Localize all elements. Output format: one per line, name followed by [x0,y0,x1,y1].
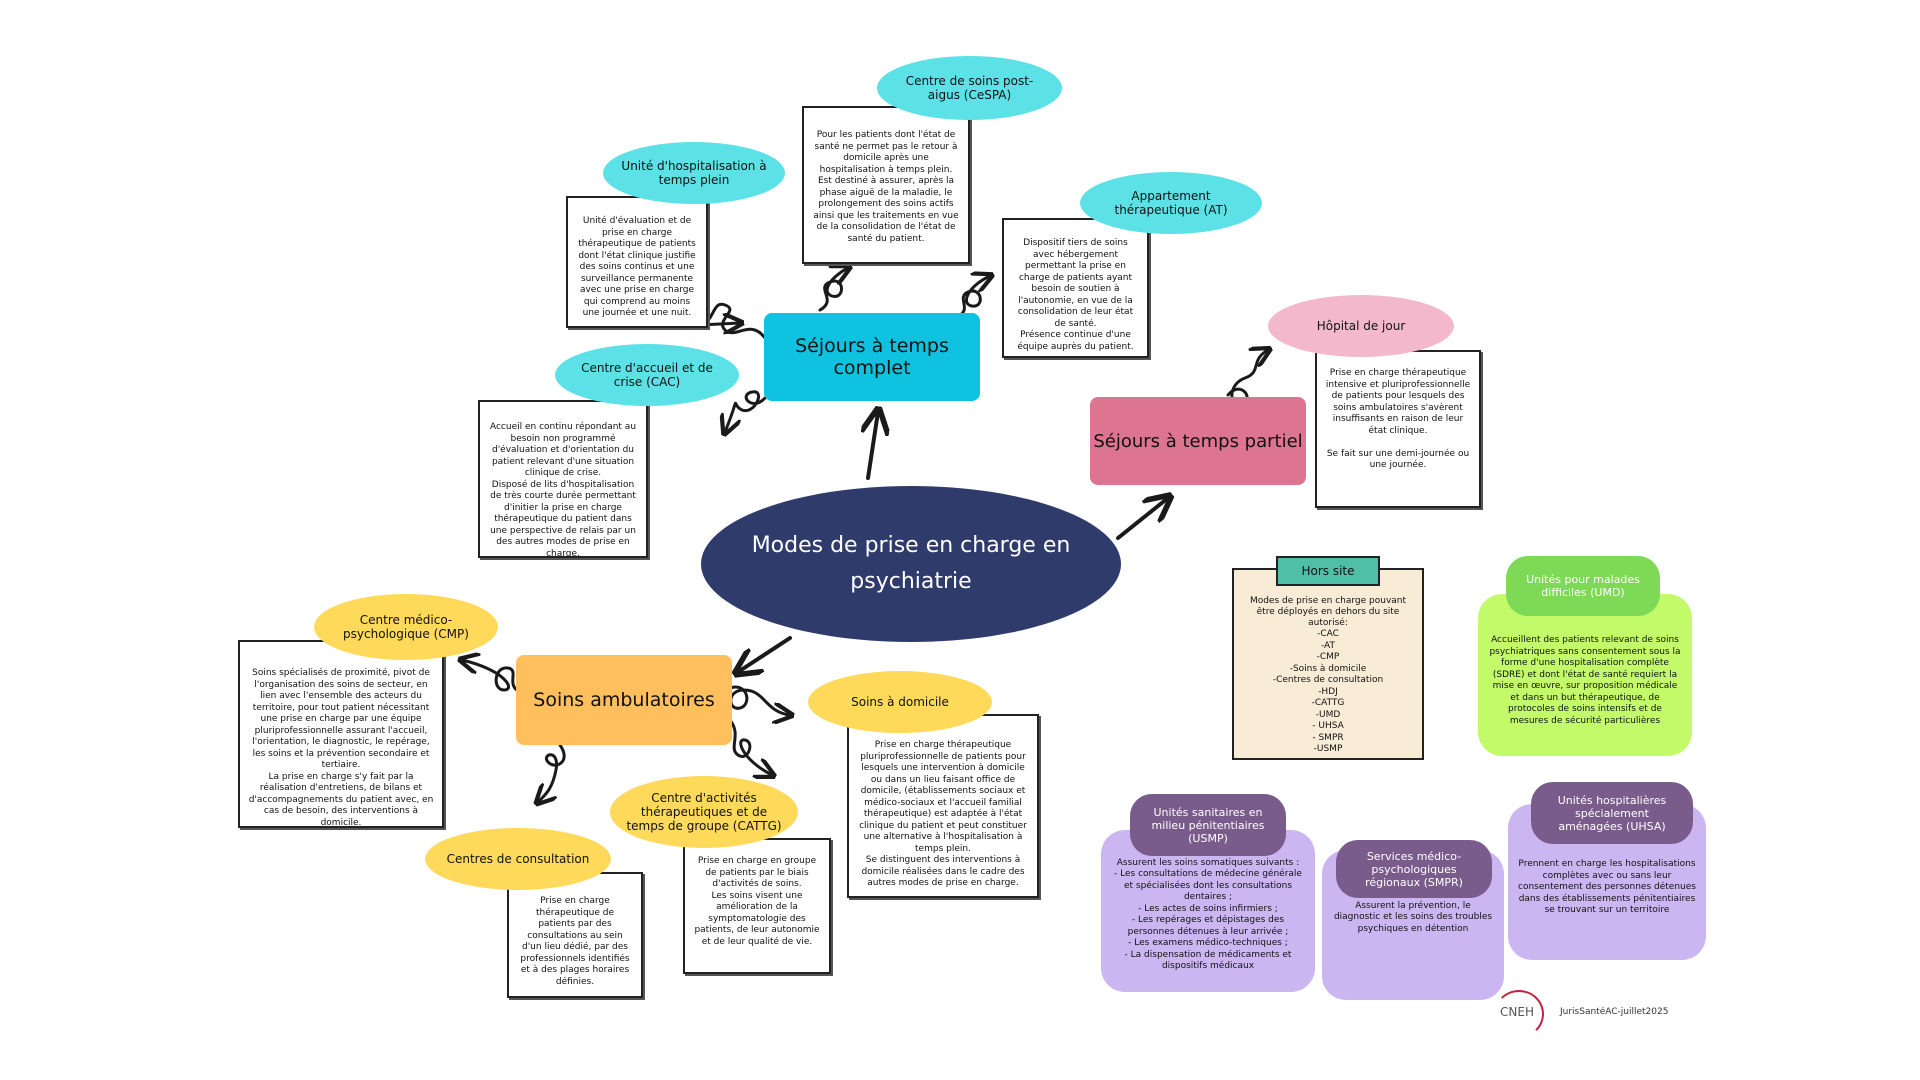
hors-site-item: -USMP [1313,744,1343,754]
umd-title: Unités pour malades difficiles (UMD) [1506,556,1660,616]
node-cespa-text: Pour les patients dont l'état de santé n… [802,106,970,264]
hors-site-item: -AT [1320,640,1335,651]
hors-site-item: - SMPR [1312,732,1344,743]
hors-site-intro: Modes de prise en charge pouvant être dé… [1249,596,1407,628]
node-hdj-title: Hôpital de jour [1268,295,1454,357]
curl-to-consult [538,743,566,802]
hors-site-item: - UHSA [1312,721,1344,731]
node-cmp-title: Centre médico-psychologique (CMP) [314,594,498,660]
center-title: Modes de prise en charge en psychiatrie [701,486,1121,642]
hors-site-panel: Modes de prise en charge pouvant être dé… [1232,568,1424,760]
curl-to-cespa [818,268,848,312]
smpr-title: Services médico-psychologiques régionaux… [1336,840,1492,898]
curl-to-domicile [728,685,790,715]
node-hdj-text: Prise en charge thérapeutique intensive … [1315,350,1481,508]
node-uhtp-text: Unité d'évaluation et de prise en charge… [566,196,708,328]
branch-sejours-temps-partiel: Séjours à temps partiel [1090,397,1306,485]
hors-site-title: Hors site [1276,556,1380,586]
hors-site-item: -Soins à domicile [1289,663,1367,674]
node-domicile-text: Prise en charge thérapeutique pluriprofe… [847,714,1039,898]
curl-to-hdj [1226,350,1268,407]
hors-site-item: -HDJ [1318,686,1338,697]
node-cac-text: Accueil en continu répondant au besoin n… [478,400,648,558]
arrow-to-ambulatoire [738,636,792,672]
branch-sejours-temps-complet: Séjours à temps complet [764,313,980,401]
hors-site-item: -CATTG [1311,698,1345,708]
hors-site-item: -CAC [1317,629,1339,639]
node-cac-title: Centre d'accueil et de crise (CAC) [555,344,739,406]
node-cespa-title: Centre de soins post-aigus (CeSPA) [877,56,1062,120]
curl-to-at [953,276,990,320]
cneh-logo [1494,990,1544,1038]
arrow-to-complet [868,412,878,480]
node-at-title: Appartement thérapeutique (AT) [1080,172,1262,234]
umd-panel: Accueillent des patients relevant de soi… [1478,594,1692,756]
node-consult-text: Prise en charge thérapeutique de patient… [507,872,643,998]
hors-site-item: -CMP [1316,652,1340,662]
curl-to-uhtp [699,302,767,340]
node-consult-title: Centres de consultation [425,828,611,890]
footer-credit: JurisSantéAC-juillet2025 [1560,1007,1669,1017]
hors-site-list: -CAC -AT -CMP -Soins à domicile -Centres… [1234,629,1422,756]
curl-to-cattg [728,718,772,775]
usmp-panel: Assurent les soins somatiques suivants :… [1101,830,1315,992]
hors-site-item: -UMD [1315,709,1341,720]
hors-site-item: -Centres de consultation [1272,675,1384,685]
node-cattg-title: Centre d'activités thérapeutiques et de … [610,776,798,848]
cneh-logo-text: CNEH [1500,1005,1534,1019]
curl-to-cmp [462,660,522,694]
uhsa-title: Unités hospitalières spécialement aménag… [1531,782,1693,844]
branch-soins-ambulatoires: Soins ambulatoires [516,655,732,745]
node-domicile-title: Soins à domicile [808,671,992,733]
curl-to-cac [725,390,767,432]
usmp-title: Unités sanitaires en milieu pénitentiair… [1130,794,1286,856]
node-cmp-text: Soins spécialisés de proximité, pivot de… [238,640,444,828]
node-cattg-text: Prise en charge en groupe de patients pa… [683,838,831,974]
node-at-text: Dispositif tiers de soins avec hébergeme… [1002,218,1149,358]
arrow-to-partiel [1116,498,1168,540]
node-uhtp-title: Unité d'hospitalisation à temps plein [603,142,785,204]
